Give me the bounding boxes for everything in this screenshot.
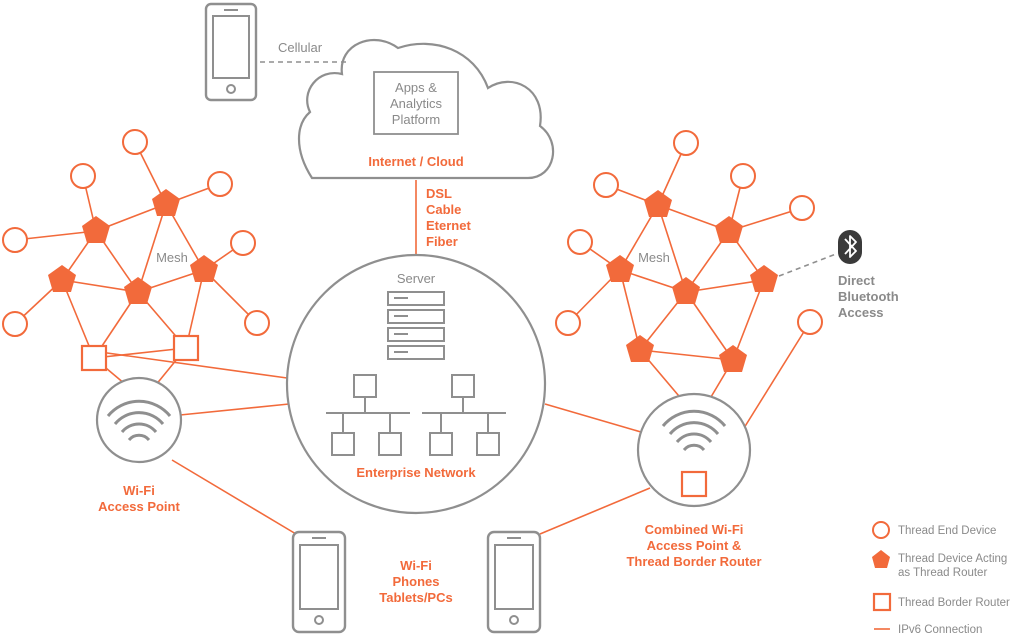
left-mesh-label: Mesh — [156, 250, 188, 265]
legend-router-icon — [872, 550, 890, 568]
cloud-label: Internet / Cloud — [368, 154, 463, 169]
svg-text:Thread Device Acting: Thread Device Acting — [898, 553, 1007, 565]
svg-text:Phones: Phones — [393, 574, 440, 589]
platform-box — [373, 71, 459, 135]
border-router-icon — [680, 470, 708, 498]
svg-text:as Thread Router: as Thread Router — [898, 567, 987, 579]
enterprise-network-label: Enterprise Network — [356, 465, 476, 480]
cloud: Apps & Analytics Platform Internet / Clo… — [298, 38, 555, 180]
svg-text:Cable: Cable — [426, 202, 461, 217]
legend: Thread End Device Thread Device Acting a… — [872, 521, 1010, 635]
uplink-label: DSL Cable Eternet Fiber — [426, 186, 471, 249]
platform-line-3: Platform — [392, 112, 440, 127]
legend-border-router-icon — [872, 592, 892, 612]
bluetooth-label: Direct Bluetooth Access — [838, 273, 899, 320]
svg-text:Access Point: Access Point — [98, 499, 180, 514]
wifi-icon — [106, 399, 172, 442]
combined-access-point: Combined Wi-Fi Access Point & Thread Bor… — [626, 392, 762, 569]
left-mesh: Mesh — [2, 129, 270, 372]
svg-text:Combined Wi-Fi: Combined Wi-Fi — [645, 522, 744, 537]
platform-line-2: Analytics — [390, 96, 443, 111]
bluetooth-icon — [838, 230, 862, 264]
svg-text:Eternet: Eternet — [426, 218, 471, 233]
svg-text:Fiber: Fiber — [426, 234, 458, 249]
svg-text:DSL: DSL — [426, 186, 452, 201]
bluetooth-link — [778, 253, 837, 277]
svg-text:Direct: Direct — [838, 273, 876, 288]
cellular-phone-icon — [204, 2, 258, 102]
platform-line-1: Apps & — [395, 80, 437, 95]
server-label: Server — [397, 271, 436, 286]
legend-end-device: Thread End Device — [898, 525, 996, 537]
enterprise-network: Server Enterprise Netw — [285, 253, 547, 515]
device-phone-icon-right — [486, 530, 542, 634]
legend-border-router: Thread Border Router — [898, 597, 1010, 609]
svg-text:Thread Border Router: Thread Border Router — [626, 554, 761, 569]
devices-label: Wi-Fi Phones Tablets/PCs — [379, 558, 452, 605]
right-mesh: Mesh — [555, 130, 823, 372]
legend-ipv6: IPv6 Connection — [898, 624, 982, 635]
wifi-icon — [661, 409, 727, 452]
svg-text:Access Point &: Access Point & — [647, 538, 742, 553]
svg-text:Wi-Fi: Wi-Fi — [400, 558, 432, 573]
server-rack-icon — [387, 291, 445, 360]
svg-text:Tablets/PCs: Tablets/PCs — [379, 590, 452, 605]
svg-text:Access: Access — [838, 305, 884, 320]
svg-text:Bluetooth: Bluetooth — [838, 289, 899, 304]
right-mesh-label: Mesh — [638, 250, 670, 265]
cellular-label: Cellular — [278, 40, 323, 55]
svg-text:Wi-Fi: Wi-Fi — [123, 483, 155, 498]
wifi-access-point: Wi-Fi Access Point — [95, 376, 183, 514]
device-phone-icon-left — [291, 530, 347, 634]
network-topology-icon — [326, 374, 506, 456]
legend-end-device-icon — [872, 521, 890, 539]
